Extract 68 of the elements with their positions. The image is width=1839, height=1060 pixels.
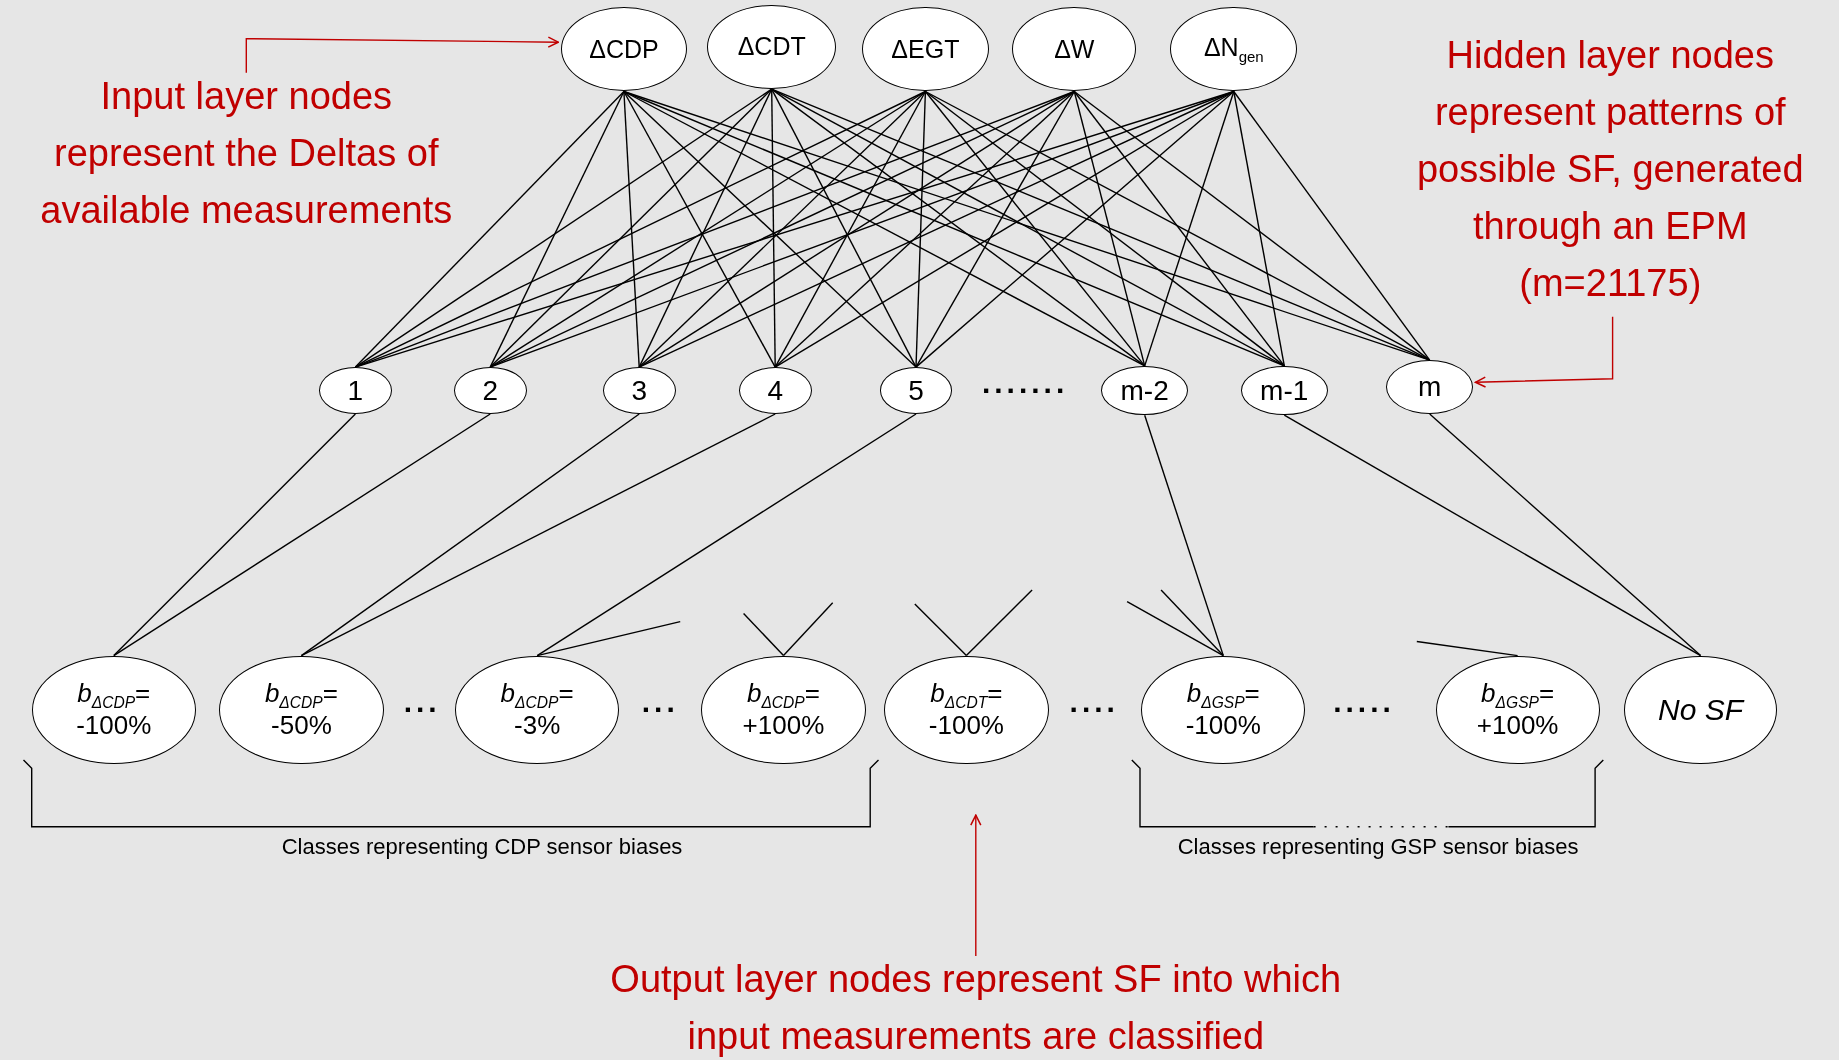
- connection-line: [771, 88, 776, 368]
- connection-line: [774, 90, 1075, 368]
- ellipsis-dots: ...: [641, 684, 679, 719]
- node-label: 3: [631, 374, 647, 407]
- callout-arrow: [1474, 316, 1614, 388]
- connection-line: [782, 602, 834, 657]
- node-label: 4: [767, 374, 783, 407]
- connection-line: [771, 88, 1146, 367]
- node-label: b$_{ΔCDP}$= -50%: [263, 680, 339, 739]
- node-label: b$_{ΔCDP}$= -3%: [499, 680, 575, 739]
- node-label: m: [1418, 371, 1442, 403]
- connection-line: [489, 90, 625, 368]
- connection-line: [924, 90, 1285, 367]
- connection-line: [1233, 90, 1431, 361]
- bracket-label: Classes representing CDP sensor biases: [281, 833, 683, 860]
- connection-line: [113, 413, 491, 657]
- connection-line: [1233, 90, 1285, 367]
- connection-line: [915, 90, 927, 368]
- node-label: 2: [482, 374, 498, 407]
- connection-line: [914, 603, 968, 657]
- connection-line: [113, 413, 357, 657]
- callout-arrow: [970, 814, 982, 957]
- node-label: 1: [347, 374, 364, 407]
- connection-line: [965, 589, 1033, 657]
- connection-line: [489, 88, 773, 368]
- callout-text: Input layer nodes represent the Deltas of available measurements: [23, 68, 470, 239]
- node-label: b$_{ΔGSP}$= -100%: [1184, 680, 1262, 739]
- connection-line: [915, 90, 1075, 368]
- node-label: ΔN$_{gen}$: [1203, 33, 1264, 66]
- connection-line: [1073, 90, 1431, 361]
- connection-line: [1160, 589, 1224, 657]
- node-label: ΔCDP: [589, 34, 659, 64]
- node-label: ΔCDT: [737, 32, 806, 62]
- ellipsis-dots: ...: [403, 684, 441, 719]
- node-label: ΔW: [1054, 34, 1095, 64]
- callout-text: Output layer nodes represent SF into which input measurements are classified: [577, 951, 1375, 1060]
- connection-line: [638, 90, 1075, 368]
- node-label: m-1: [1260, 374, 1309, 407]
- node-label: b$_{ΔCDP}$= -100%: [75, 680, 153, 739]
- connection-line: [1126, 601, 1224, 657]
- callout-arrow: [245, 36, 560, 74]
- ellipsis-dots: .....: [1333, 684, 1395, 719]
- connection-line: [623, 90, 640, 368]
- connection-line: [742, 612, 785, 657]
- ellipsis-dots: ....: [1069, 684, 1119, 719]
- connection-line: [1144, 90, 1235, 367]
- connection-line: [536, 620, 681, 657]
- connection-line: [300, 413, 640, 657]
- bracket-label: Classes representing GSP sensor biases: [1177, 833, 1579, 860]
- node-label: b$_{ΔGSP}$= +100%: [1475, 680, 1560, 739]
- node-label: m-2: [1120, 374, 1169, 407]
- node-label: 5: [908, 374, 924, 407]
- connection-line: [1073, 90, 1285, 367]
- node-label: No SF: [1658, 693, 1744, 726]
- connection-line: [1144, 414, 1224, 657]
- node-label: ΔEGT: [891, 34, 960, 64]
- ellipsis-dots: .......: [981, 365, 1069, 400]
- connection-line: [300, 413, 776, 657]
- connection-line: [915, 90, 1235, 368]
- callout-text: Hidden layer nodes represent patterns of possible SF, generated through an EPM (m=21175): [1387, 26, 1834, 312]
- connection-line: [1429, 413, 1702, 657]
- connection-line: [1416, 640, 1519, 657]
- connection-line: [1073, 90, 1146, 367]
- node-label: b$_{ΔCDT}$= -100%: [927, 680, 1005, 739]
- node-label: b$_{ΔCDP}$= +100%: [741, 680, 826, 739]
- connection-line: [924, 90, 1146, 367]
- connection-line: [536, 413, 917, 657]
- connection-line: [354, 90, 625, 368]
